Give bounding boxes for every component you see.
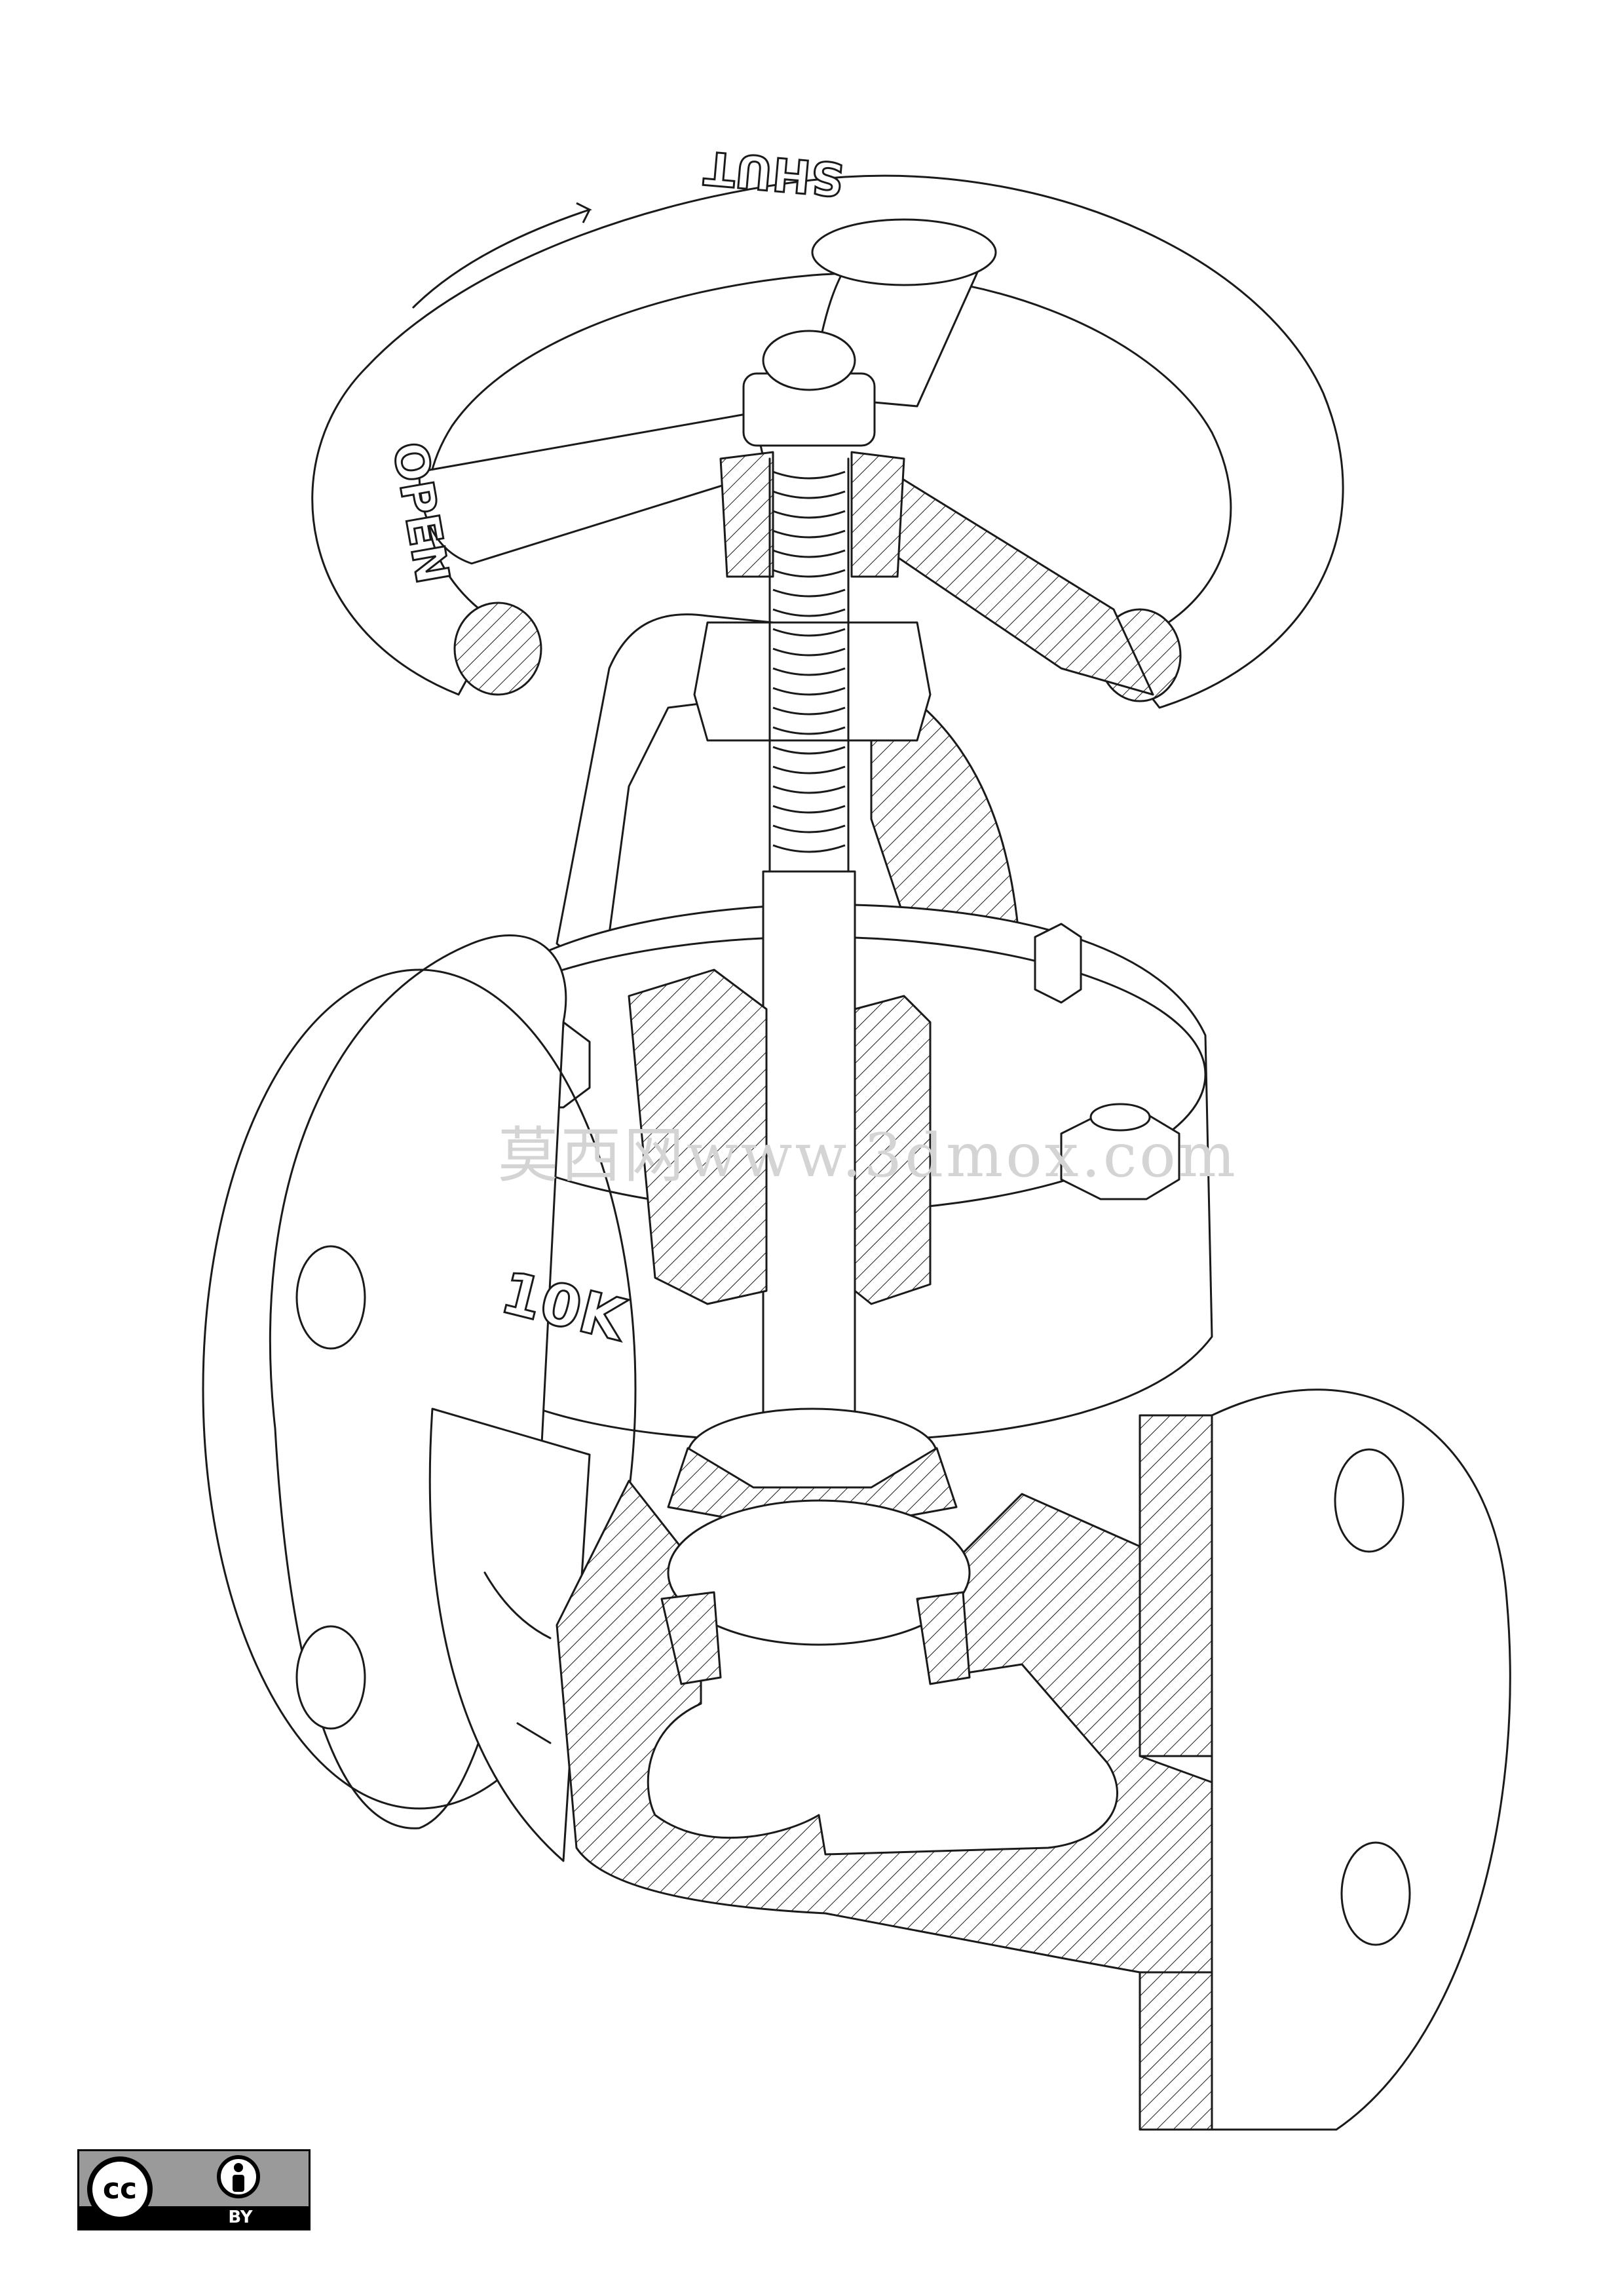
flange-left-hole-top <box>295 1245 366 1350</box>
flange-right-hole-bottom <box>1340 1841 1411 1946</box>
license-badge[interactable]: cc BY <box>77 2149 311 2230</box>
body-flow-arrow <box>483 1571 552 1744</box>
packing-right <box>854 995 932 1305</box>
flange-right-hole-top <box>1334 1448 1405 1553</box>
body-section <box>556 1480 1213 2052</box>
flange-right-section <box>1139 1414 1213 2131</box>
flange-left-hole-bottom <box>295 1625 366 1730</box>
license-by-label: BY <box>228 2208 253 2227</box>
handwheel-direction-arrow <box>411 202 592 309</box>
stem-thread <box>772 470 846 853</box>
handwheel-hub-section <box>719 451 905 578</box>
seat-right <box>916 1591 971 1685</box>
seat-left <box>660 1591 722 1685</box>
handwheel-spoke-left <box>418 411 768 565</box>
stem-outline <box>768 457 850 873</box>
bolt-back <box>1034 923 1082 1004</box>
stem-cap <box>762 330 856 391</box>
bolt-right-cap <box>1089 1103 1151 1132</box>
flange-left-face <box>202 968 637 1810</box>
watermark: 莫西网www.3dmox.com <box>498 1120 1238 1191</box>
stem-shaft <box>762 870 856 1476</box>
packing-left <box>628 968 768 1305</box>
spoke-top-end <box>811 218 997 286</box>
stem-assembly <box>628 330 958 1535</box>
flange-right <box>1211 1388 1511 2131</box>
gland-nut <box>693 621 932 742</box>
seat-ring <box>667 1499 971 1646</box>
person-head <box>234 2163 243 2172</box>
body-left-cylinder <box>428 1407 591 1862</box>
handwheel-rim <box>311 174 1344 709</box>
rim-section-left <box>453 602 542 696</box>
handwheel-label-shut: SHUT <box>702 140 846 206</box>
cc-logo-icon: cc <box>87 2156 153 2222</box>
person-body <box>233 2175 244 2192</box>
attribution-person-icon <box>217 2155 260 2198</box>
